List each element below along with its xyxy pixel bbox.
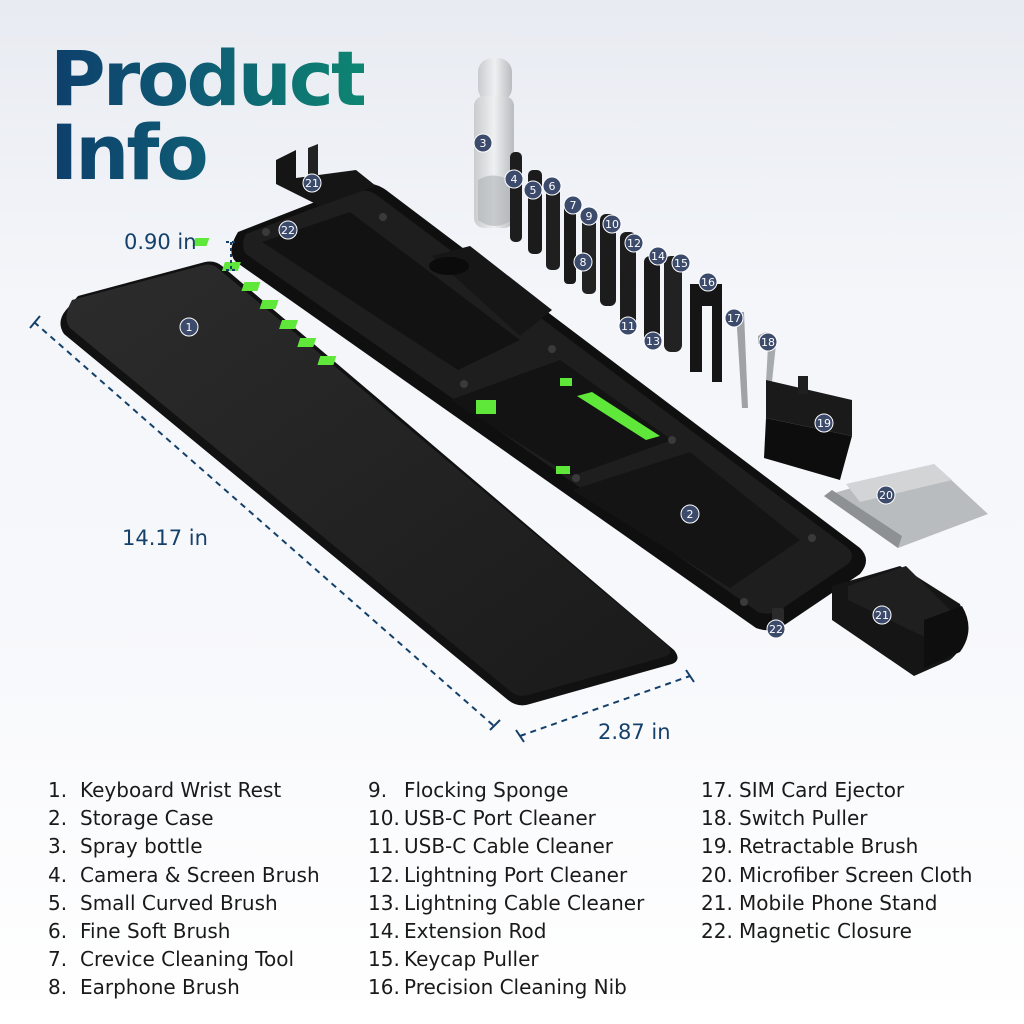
microfiber-cloth xyxy=(824,464,988,548)
callout-number: 19 xyxy=(817,417,831,430)
callout-badge-12: 12 xyxy=(624,233,644,253)
callout-number: 14 xyxy=(651,250,665,263)
callout-number: 22 xyxy=(281,224,295,237)
list-item: 19.Retractable Brush xyxy=(701,834,919,859)
callout-number: 2 xyxy=(687,508,694,521)
callout-badge-21: 21 xyxy=(872,605,892,625)
list-item: 18.Switch Puller xyxy=(701,806,868,831)
list-item: 21.Mobile Phone Stand xyxy=(701,890,938,915)
phone-stand-top xyxy=(276,144,376,206)
callout-badge-10: 10 xyxy=(602,214,622,234)
callout-badge-20: 20 xyxy=(876,485,896,505)
width-dimension-label: 2.87 in xyxy=(598,720,671,744)
callout-badge-19: 19 xyxy=(814,413,834,433)
list-item: 6.Fine Soft Brush xyxy=(48,918,231,943)
callout-number: 21 xyxy=(305,177,319,190)
callout-badge-15: 15 xyxy=(671,253,691,273)
list-item: 3.Spray bottle xyxy=(48,834,203,859)
callout-badge-16: 16 xyxy=(698,272,718,292)
callout-badge-21: 21 xyxy=(302,173,322,193)
parts-list-column-1: 1.Keyboard Wrist Rest 2.Storage Case 3.S… xyxy=(48,776,320,1002)
callout-badge-8: 8 xyxy=(573,252,593,272)
parts-list-column-3: 17.SIM Card Ejector 18.Switch Puller 19.… xyxy=(701,776,972,945)
callout-badge-14: 14 xyxy=(648,246,668,266)
list-item: 5.Small Curved Brush xyxy=(48,890,278,915)
callout-number: 5 xyxy=(530,184,537,197)
callout-badge-1: 1 xyxy=(179,317,199,337)
callout-number: 1 xyxy=(186,321,193,334)
callout-badge-7: 7 xyxy=(563,195,583,215)
callout-badge-2: 2 xyxy=(680,504,700,524)
list-item: 4.Camera & Screen Brush xyxy=(48,862,320,887)
callout-badge-3: 3 xyxy=(473,133,493,153)
callout-badge-6: 6 xyxy=(542,176,562,196)
callout-number: 16 xyxy=(701,276,715,289)
callout-number: 13 xyxy=(646,335,660,348)
list-item: 12.Lightning Port Cleaner xyxy=(368,862,628,887)
list-item: 15.Keycap Puller xyxy=(368,947,539,972)
callout-number: 17 xyxy=(727,312,741,325)
list-item: 7.Crevice Cleaning Tool xyxy=(48,947,294,972)
list-item: 1.Keyboard Wrist Rest xyxy=(48,778,282,802)
callout-number: 11 xyxy=(621,320,635,333)
callout-number: 8 xyxy=(580,256,587,269)
callout-badge-22: 22 xyxy=(278,220,298,240)
list-item: 9.Flocking Sponge xyxy=(368,778,569,802)
callout-number: 10 xyxy=(605,218,619,231)
list-item: 2.Storage Case xyxy=(48,806,214,831)
list-item: 14.Extension Rod xyxy=(368,918,547,943)
callout-number: 15 xyxy=(674,257,688,270)
list-item: 16.Precision Cleaning Nib xyxy=(368,975,627,1000)
callout-badge-5: 5 xyxy=(523,180,543,200)
callout-number: 21 xyxy=(875,609,889,622)
list-item: 20.Microfiber Screen Cloth xyxy=(701,862,973,887)
phone-stand-bottom xyxy=(832,566,969,676)
callout-number: 6 xyxy=(549,180,556,193)
callout-number: 7 xyxy=(570,199,577,212)
retractable-brush xyxy=(764,376,852,480)
list-item: 10.USB-C Port Cleaner xyxy=(368,806,596,831)
callout-badge-11: 11 xyxy=(618,316,638,336)
callout-number: 20 xyxy=(879,489,893,502)
callout-number: 3 xyxy=(480,137,487,150)
list-item: 8.Earphone Brush xyxy=(48,975,240,1000)
list-item: 13.Lightning Cable Cleaner xyxy=(368,890,645,915)
height-dimension-label: 0.90 in xyxy=(124,230,197,254)
callout-number: 9 xyxy=(586,210,593,223)
list-item: 22.Magnetic Closure xyxy=(701,918,912,943)
magnetic-closure xyxy=(772,608,784,622)
list-item: 11.USB-C Cable Cleaner xyxy=(368,834,614,859)
dimension-lines xyxy=(29,241,695,743)
length-dimension-label: 14.17 in xyxy=(122,526,208,550)
callout-badge-18: 18 xyxy=(758,332,778,352)
keyboard-wrist-rest xyxy=(60,261,678,706)
callout-badge-4: 4 xyxy=(504,169,524,189)
callout-number: 18 xyxy=(761,336,775,349)
storage-case xyxy=(192,183,867,631)
callout-badge-13: 13 xyxy=(643,331,663,351)
callout-badge-9: 9 xyxy=(579,206,599,226)
callout-number: 12 xyxy=(627,237,641,250)
callout-badge-17: 17 xyxy=(724,308,744,328)
spray-bottle xyxy=(474,58,514,228)
list-item: 17.SIM Card Ejector xyxy=(701,778,905,802)
callout-badge-22: 22 xyxy=(766,619,786,639)
parts-list-column-2: 9.Flocking Sponge 10.USB-C Port Cleaner … xyxy=(368,776,644,1002)
callout-number: 22 xyxy=(769,623,783,636)
callout-number: 4 xyxy=(511,173,518,186)
